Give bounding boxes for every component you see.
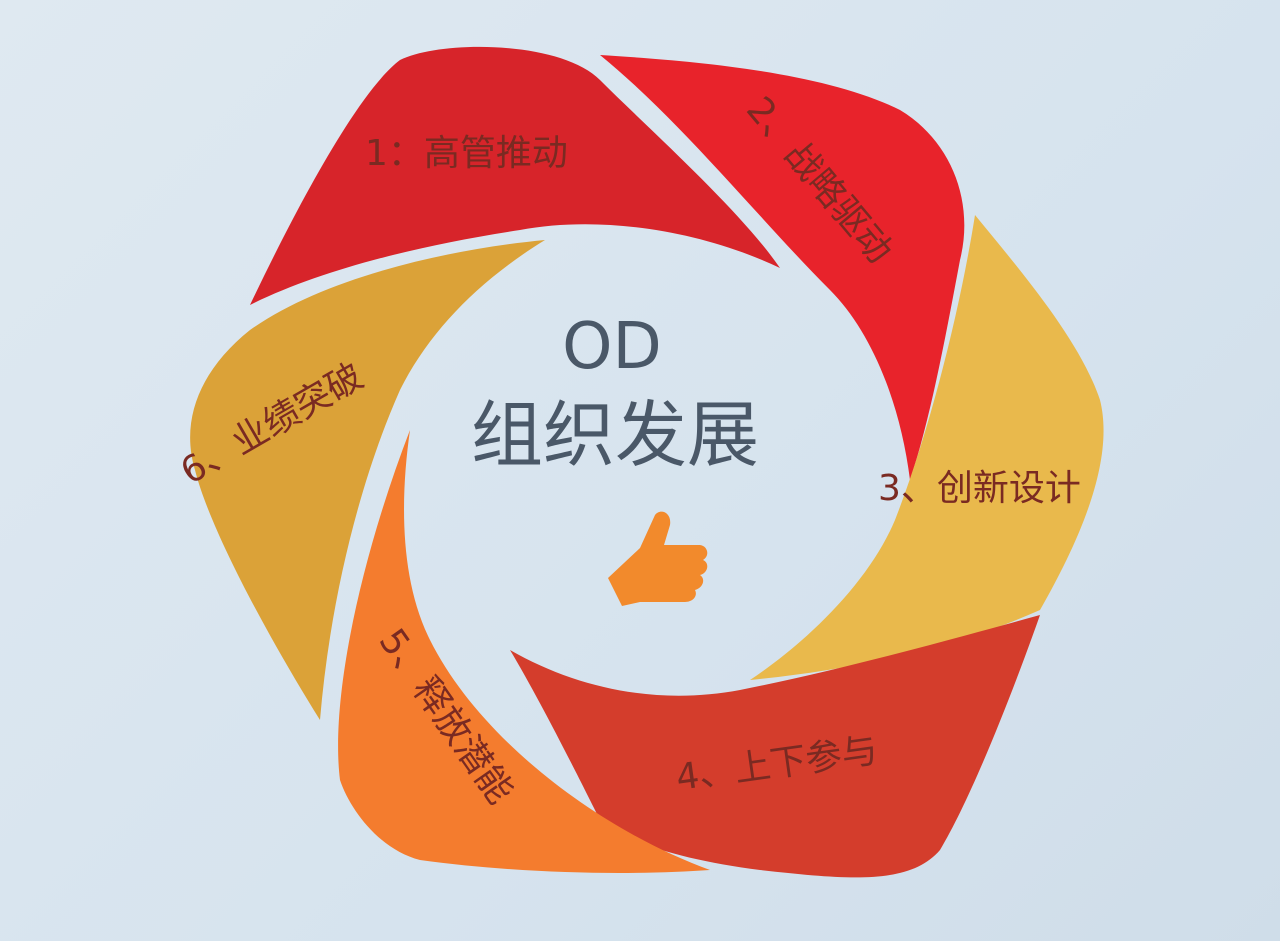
segment-5 (338, 430, 710, 873)
center-subtitle: 组织发展 (471, 393, 759, 477)
center-title: OD (562, 310, 662, 384)
segment-1 (250, 46, 780, 305)
segment-2 (600, 55, 965, 480)
segment-4 (510, 615, 1040, 878)
segment-3 (750, 215, 1104, 680)
segment-6 (190, 240, 545, 720)
thumbs-up-icon (608, 511, 708, 606)
segment-3-label: 3、创新设计 (878, 468, 1081, 509)
segment-1-label: 1：高管推动 (365, 133, 568, 174)
